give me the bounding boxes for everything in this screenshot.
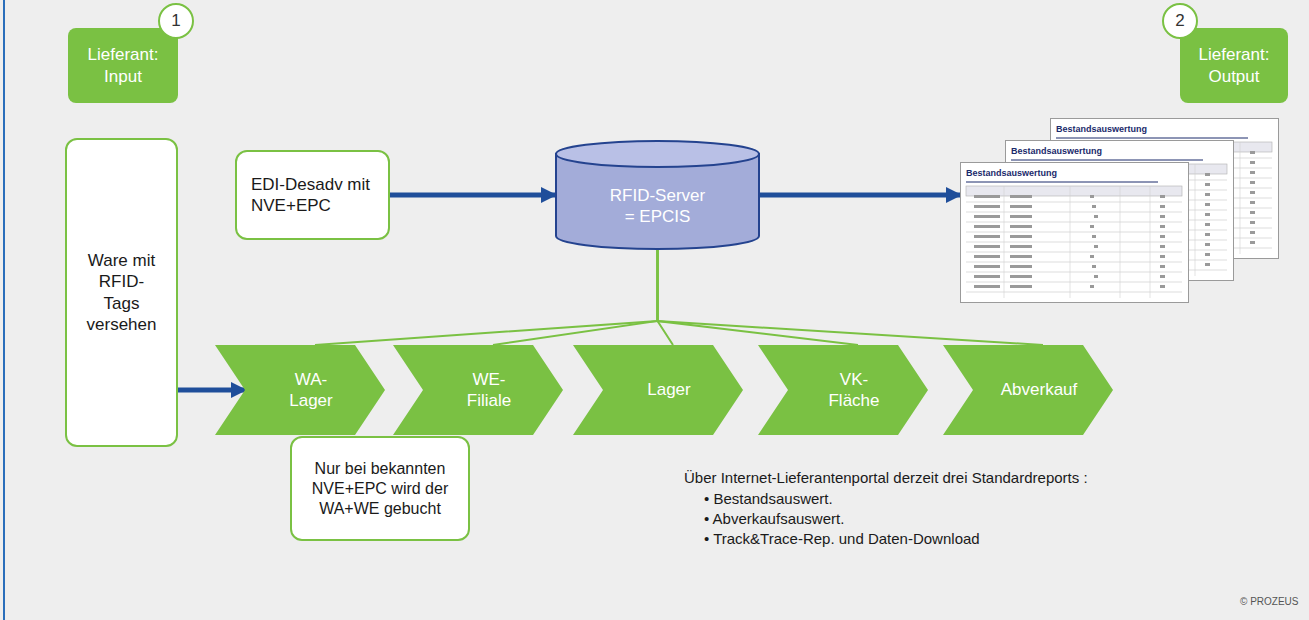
process-box: EDI-Desadv mit NVE+EPC xyxy=(235,150,390,240)
copyright-note: © PROZEUS xyxy=(1240,596,1299,608)
bullet-item: • Abverkaufsauswert. xyxy=(704,510,844,528)
flow-arrow xyxy=(760,193,960,198)
process-chevron: Abverkauf xyxy=(943,345,1113,435)
chevron-outline xyxy=(215,345,385,435)
frame-line xyxy=(3,0,5,620)
bullet-item: • Track&Trace-Rep. und Daten-Download xyxy=(704,530,980,548)
node-label: EDI-Desadv mit NVE+EPC xyxy=(245,174,380,217)
note-text: Über Internet-Lieferantenportal derzeit … xyxy=(684,469,1088,487)
chevron-outline xyxy=(758,345,928,435)
process-chevron: VK-Fläche xyxy=(758,345,928,435)
link-line xyxy=(493,250,658,345)
node-label: RFID-Server = EPCIS xyxy=(603,185,713,228)
chevron-outline xyxy=(393,345,563,435)
node-label: 1 xyxy=(171,10,180,31)
callout-number: 1 xyxy=(158,3,194,39)
flow-arrow xyxy=(390,193,555,198)
supplier-box: Lieferant: Output xyxy=(1180,28,1288,103)
link-line xyxy=(315,250,658,345)
process-box: Ware mit RFID-Tags versehen xyxy=(65,138,178,447)
supplier-box: Lieferant: Input xyxy=(68,28,178,103)
process-chevron: WA-Lager xyxy=(215,345,385,435)
node-label: VK-Fläche xyxy=(823,369,885,412)
callout-number: 2 xyxy=(1162,3,1198,39)
node-label: Ware mit RFID-Tags versehen xyxy=(86,250,158,335)
report-title: Bestandsauswertung xyxy=(1056,125,1147,134)
node-label: Nur bei bekannten NVE+EPC wird der WA+WE… xyxy=(304,459,456,519)
report-stack: BestandsauswertungBestandsauswertungBest… xyxy=(960,118,1280,303)
node-label: Lieferant: Input xyxy=(77,44,169,87)
node-label: Lager xyxy=(647,379,690,400)
node-label: Abverkauf xyxy=(1001,379,1078,400)
bullet-item: • Bestandsauswert. xyxy=(704,490,833,508)
node-label: WE-Filiale xyxy=(458,369,520,412)
note-box: Nur bei bekannten NVE+EPC wird der WA+WE… xyxy=(290,436,470,541)
link-line xyxy=(658,250,674,345)
database-cylinder: RFID-Server = EPCIS xyxy=(555,140,760,250)
process-chevron: WE-Filiale xyxy=(393,345,563,435)
report-sheets xyxy=(960,118,1280,303)
node-label: WA-Lager xyxy=(280,369,342,412)
report-title: Bestandsauswertung xyxy=(1011,147,1102,156)
node-label: Lieferant: Output xyxy=(1188,44,1280,87)
flow-arrow xyxy=(178,388,245,393)
report-title: Bestandsauswertung xyxy=(966,169,1057,178)
process-chevron: Lager xyxy=(573,345,743,435)
node-label: 2 xyxy=(1175,10,1184,31)
